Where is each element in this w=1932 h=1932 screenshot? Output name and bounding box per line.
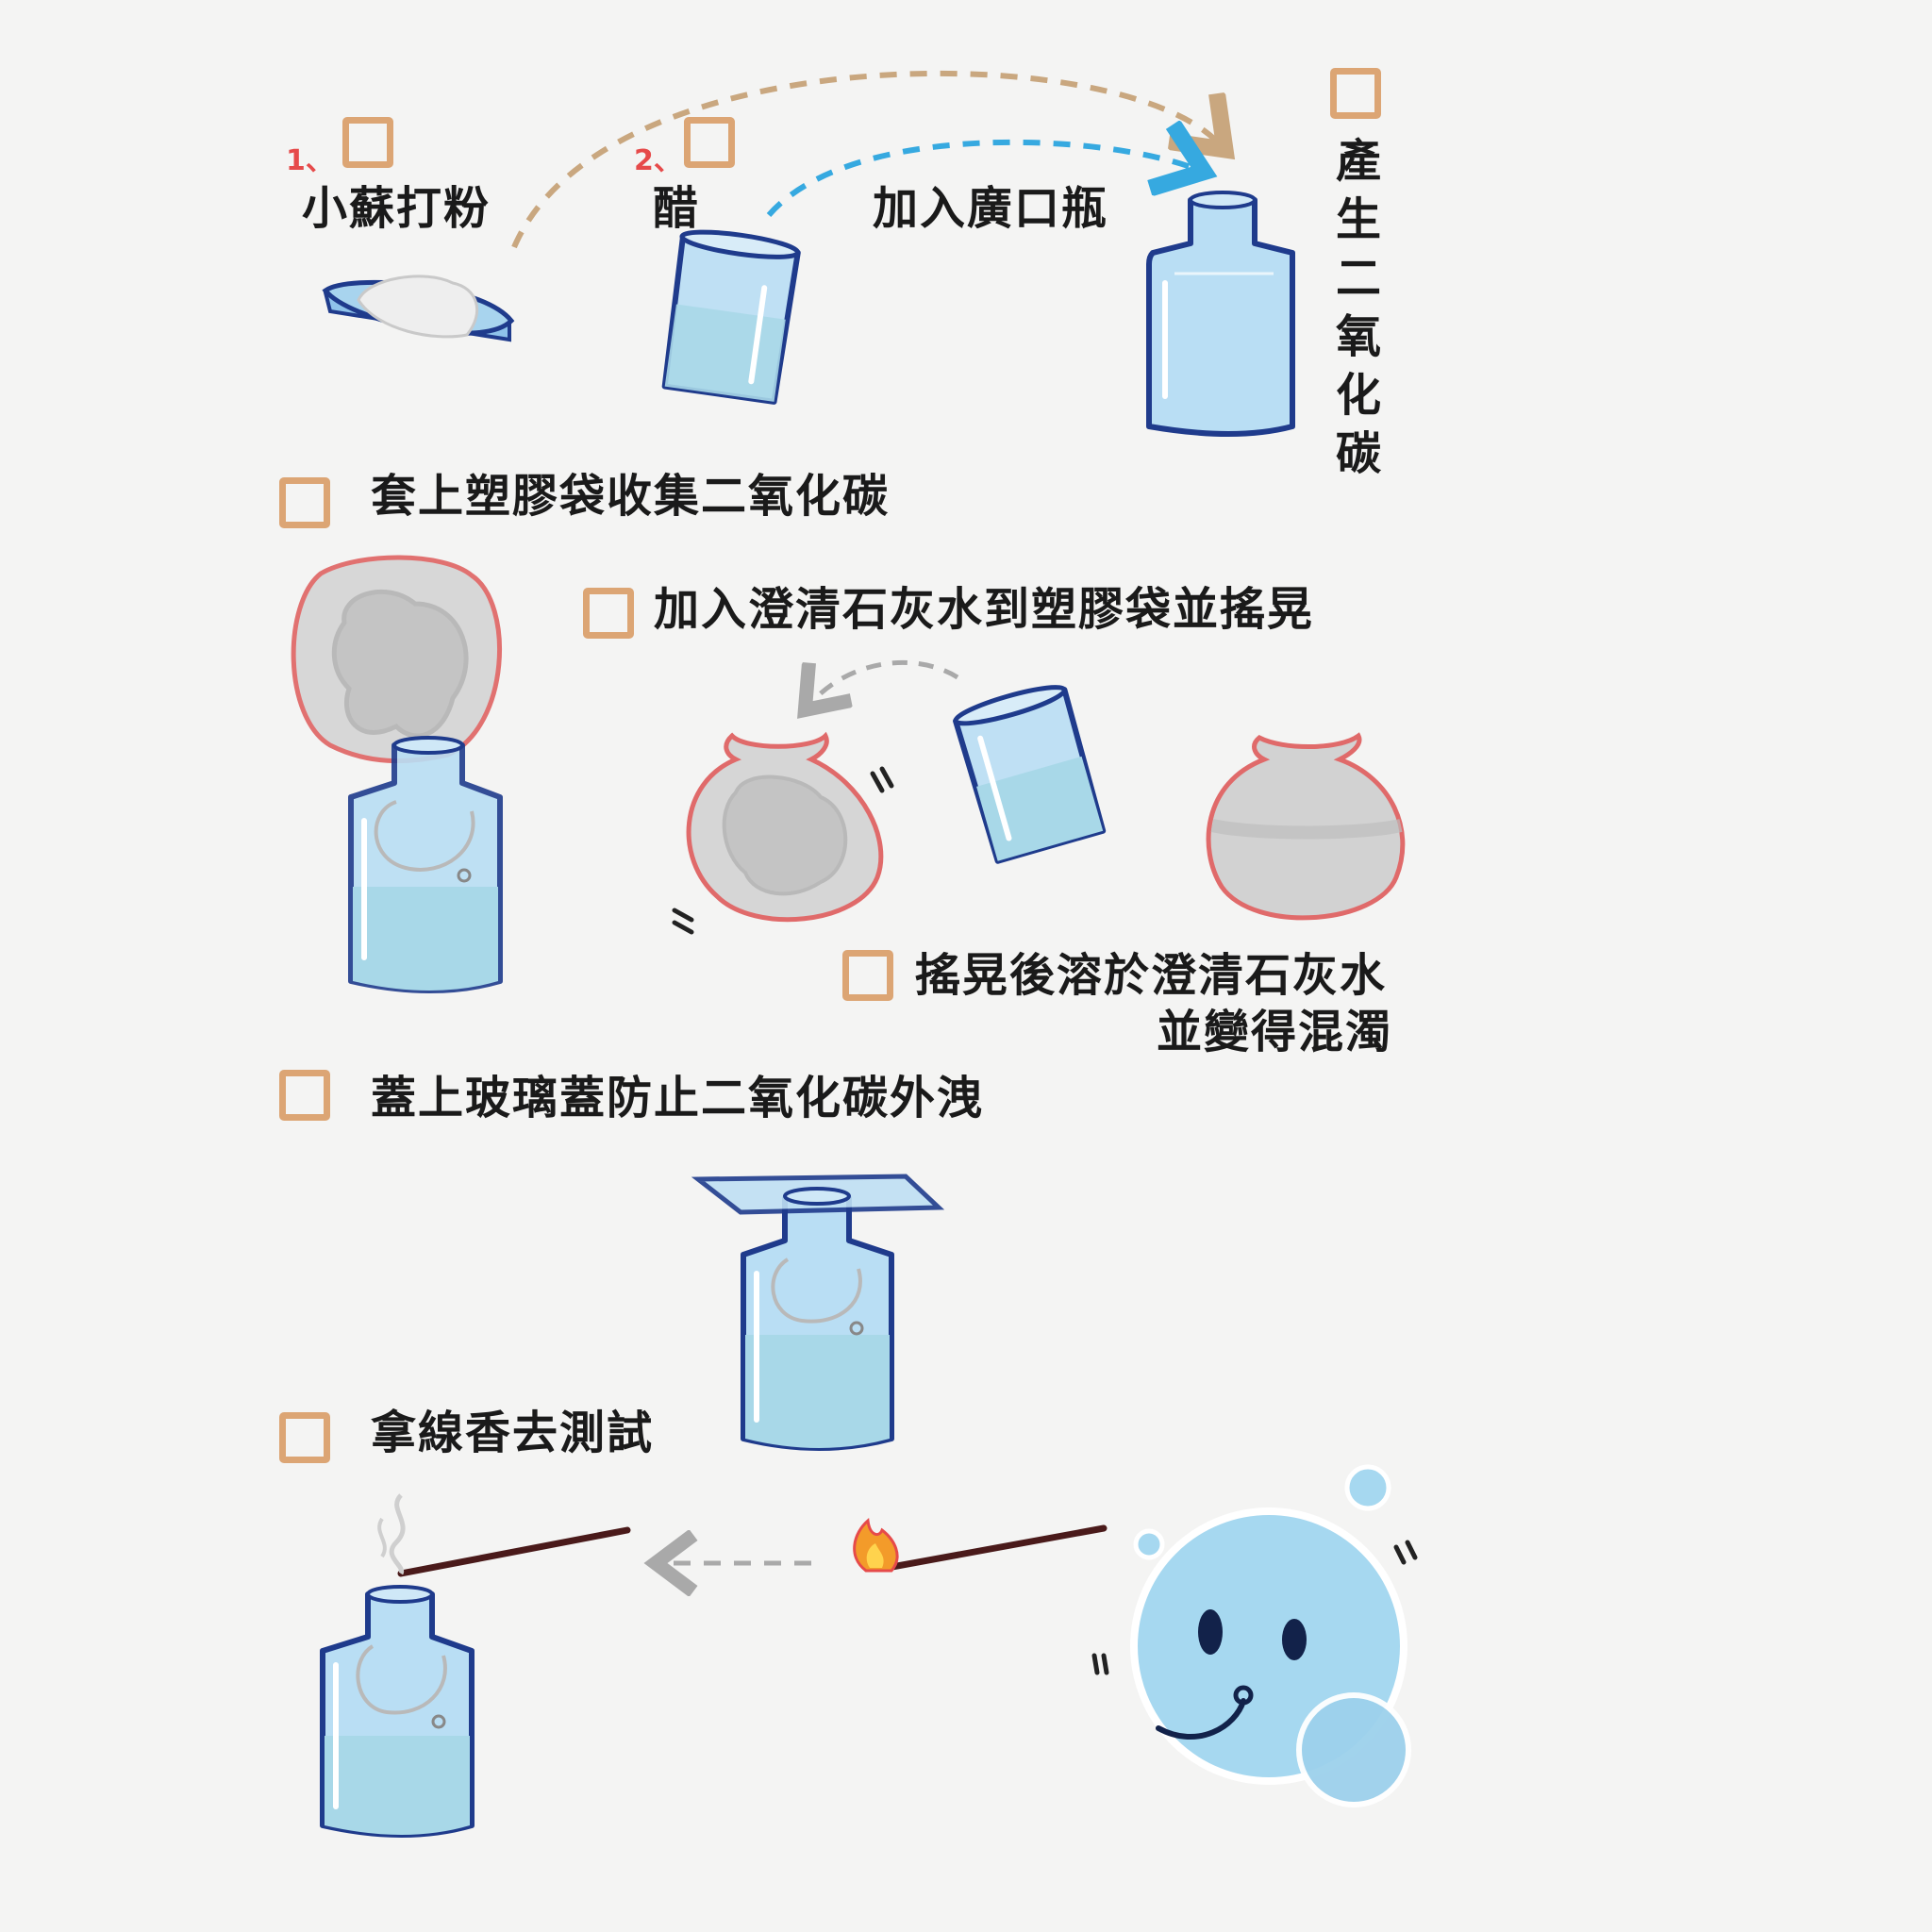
step1-label: 小蘇打粉 <box>302 182 491 235</box>
step1-checkbox[interactable] <box>342 117 393 168</box>
burning-incense-icon <box>853 1518 1108 1573</box>
arrow-vinegar-to-bottle <box>766 142 1193 217</box>
step5-label: 套上塑膠袋收集二氧化碳 <box>371 470 891 523</box>
step7-line1: 搖晃後溶於澄清石灰水 <box>915 949 1388 1002</box>
bottle-with-incense-icon <box>320 1493 631 1838</box>
step8-checkbox[interactable] <box>279 1070 330 1121</box>
bottle-with-bag-icon <box>291 555 503 993</box>
step6-checkbox[interactable] <box>583 588 634 639</box>
step5-checkbox[interactable] <box>279 477 330 528</box>
limewater-cup-icon <box>953 685 1107 864</box>
cloudy-bag-icon <box>1206 732 1406 921</box>
bag-with-gas-icon <box>672 731 894 935</box>
arrow-limewater-to-bag <box>811 659 959 703</box>
step2-number: 2、 <box>634 144 682 177</box>
mascot-bubble-icon <box>1091 1464 1418 1807</box>
empty-bottle-icon <box>1146 191 1295 437</box>
step1-number: 1、 <box>286 144 334 177</box>
step9-checkbox[interactable] <box>279 1412 330 1463</box>
step7-checkbox[interactable] <box>842 950 893 1001</box>
step4-label: 產生二氧化碳 <box>1335 135 1381 480</box>
step2-checkbox[interactable] <box>684 117 735 168</box>
step7-line2: 並變得混濁 <box>1157 1006 1393 1058</box>
step2-label: 醋 <box>653 182 701 235</box>
step8-label: 蓋上玻璃蓋防止二氧化碳外洩 <box>371 1072 985 1124</box>
step3-label: 加入廣口瓶 <box>873 182 1109 235</box>
arrow-powder-to-bottle <box>511 70 1217 249</box>
bottle-with-glass-lid-icon <box>691 1174 945 1451</box>
step6-label: 加入澄清石灰水到塑膠袋並搖晃 <box>654 583 1315 636</box>
step4-checkbox[interactable] <box>1330 68 1381 119</box>
vinegar-cup-icon <box>661 229 801 405</box>
step9-label: 拿線香去測試 <box>371 1407 655 1459</box>
baking-soda-dish-icon <box>322 275 515 342</box>
